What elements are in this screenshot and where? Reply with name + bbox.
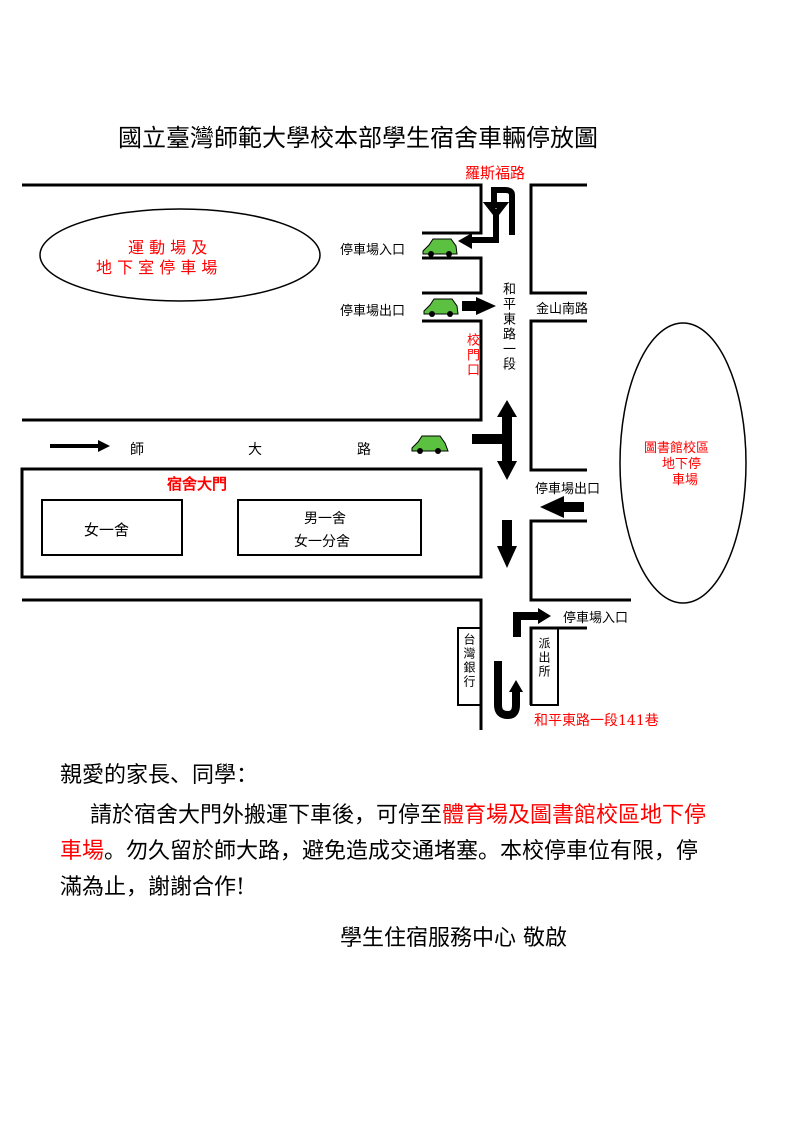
shida-rd-char2: 大 — [248, 442, 262, 458]
dorm-block — [20, 467, 483, 579]
library-ellipse — [619, 322, 747, 604]
notice-greeting: 親愛的家長、同學： — [60, 763, 259, 788]
notice-body: 請於宿舍大門外搬運下車後，可停至體育場及圖書館校區地下停車場。勿久留於師大路，避… — [60, 798, 710, 906]
stadium-ellipse — [39, 208, 321, 302]
heping-rd-label: 和平東路一段 — [500, 282, 515, 372]
notice-text-b: 。勿久留於師大路，避免造成交通堵塞。本校停車位有限，停滿為止，謝謝合作! — [60, 839, 699, 900]
exit-arrow — [476, 297, 496, 315]
lane-uturn-arrow — [509, 680, 523, 692]
dorm-m1-box — [237, 499, 422, 556]
dorm-m1-label: 男一舍 — [304, 511, 346, 527]
road-map — [20, 183, 747, 730]
roosevelt-rd-label: 羅斯福路 — [465, 164, 526, 182]
police-label: 派出所 — [537, 637, 551, 679]
shida-rd-char3: 路 — [357, 442, 371, 458]
notice-text-a: 請於宿舍大門外搬運下車後，可停至 — [90, 803, 443, 828]
arrows — [50, 187, 584, 720]
notice-text-highlight: 體育場及圖書館校區地下停車場 — [60, 803, 707, 864]
notice-signature: 學生住宿服務中心 敬啟 — [340, 926, 567, 951]
parking-entrance-label: 停車場入口 — [340, 243, 406, 258]
lane-label: 和平東路一段141巷 — [534, 713, 659, 729]
library-parking-line3: 車場 — [672, 473, 699, 488]
double-arrow — [497, 461, 517, 480]
dorm-f1-box — [41, 499, 183, 556]
dorm-f1-annex-label: 女一分舍 — [294, 534, 350, 550]
dorm-gate-label: 宿舍大門 — [167, 475, 228, 493]
arrow-head — [458, 233, 472, 249]
library-parking-line2: 地下停 — [662, 457, 702, 472]
merge-arrow — [472, 434, 507, 444]
road-lines — [20, 183, 631, 730]
bank-label: 台灣銀行 — [462, 633, 476, 689]
dorm-f1-label: 女一舍 — [84, 521, 130, 539]
stadium-parking-line2: 地 下 室 停 車 場 — [96, 258, 218, 277]
bank-box — [457, 627, 482, 706]
parking-exit-label: 停車場出口 — [340, 304, 406, 319]
page-title: 國立臺灣師範大學校本部學生宿舍車輛停放圖 — [118, 124, 598, 152]
uturn-arrow — [482, 187, 515, 235]
library-exit-label: 停車場出口 — [535, 482, 601, 497]
library-entrance-label: 停車場入口 — [563, 611, 629, 626]
library-exit-arrow — [540, 496, 564, 518]
school-gate-label: 校門口 — [464, 333, 479, 378]
stadium-parking-line1: 運 動 場 及 — [128, 238, 208, 257]
entrance-arrow — [538, 608, 551, 624]
car-icons — [411, 238, 459, 454]
jinshan-rd-label: 金山南路 — [536, 302, 589, 317]
down-arrow — [497, 546, 517, 568]
shida-arrow — [98, 440, 110, 452]
turn-arrow — [470, 212, 499, 243]
police-box — [530, 627, 559, 706]
shida-rd-char1: 師 — [130, 442, 144, 458]
library-parking-line1: 圖書館校區 — [644, 441, 710, 456]
